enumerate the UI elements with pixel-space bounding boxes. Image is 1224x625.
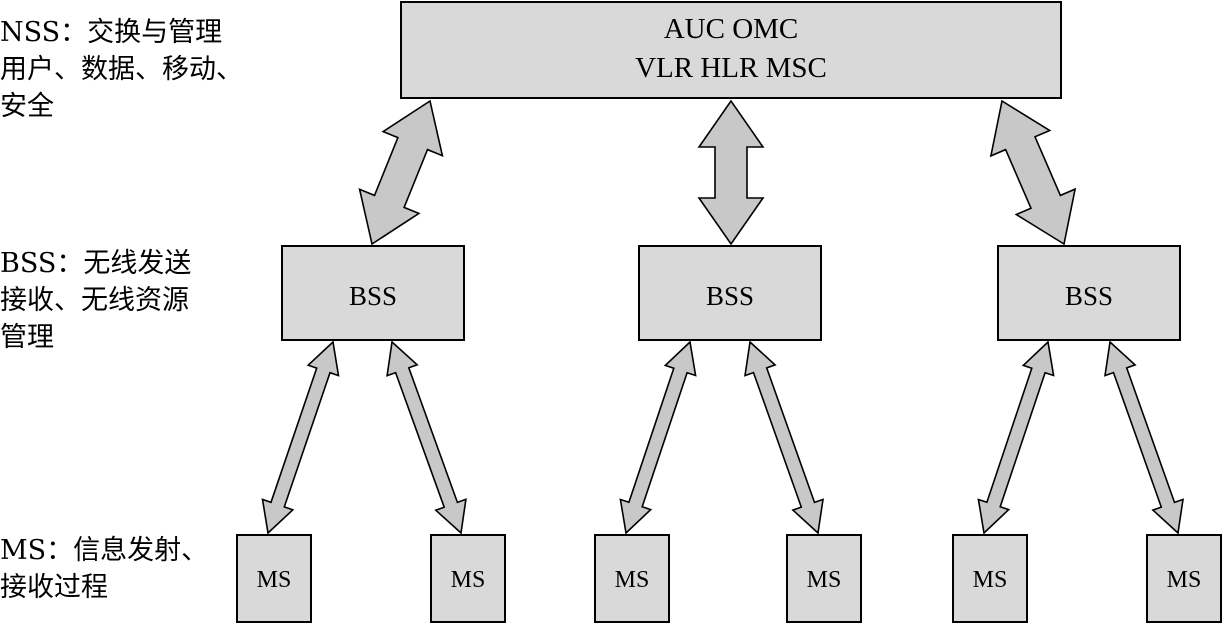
ms-box-label: MS <box>615 567 650 593</box>
ms-box-label: MS <box>451 567 486 593</box>
bss-box-3: BSS <box>997 245 1181 341</box>
bss-label-line-3: 管理 <box>0 322 54 353</box>
arrow-nss-bss-2 <box>697 99 765 246</box>
nss-label-line-2: 用户、数据、移动、 <box>0 54 243 85</box>
arrow-nss-bss-3 <box>989 99 1077 246</box>
ms-box-5: MS <box>952 534 1028 623</box>
nss-box: AUC OMC VLR HLR MSC <box>400 1 1062 99</box>
ms-box-4: MS <box>786 534 862 623</box>
ms-box-label: MS <box>1167 567 1202 593</box>
arrow-nss-bss-1 <box>358 99 444 246</box>
ms-box-label: MS <box>807 567 842 593</box>
arrow-bss-ms-3 <box>619 340 697 535</box>
ms-box-rect <box>786 534 862 623</box>
ms-box-2: MS <box>430 534 506 623</box>
arrow-bss-ms-1 <box>261 340 340 535</box>
bss-box-label: BSS <box>1065 281 1113 311</box>
nss-label-line-3: 安全 <box>0 91 54 122</box>
bss-box-1: BSS <box>281 245 465 341</box>
arrows-layer <box>261 99 1184 535</box>
arrow-bss-ms-5 <box>977 340 1055 535</box>
ms-label-line-2: 接收过程 <box>0 572 108 603</box>
bss-box-label: BSS <box>706 281 754 311</box>
nss-box-rect <box>400 1 1062 99</box>
ms-box-label: MS <box>973 567 1008 593</box>
ms-box-1: MS <box>236 534 312 623</box>
bss-label-line-2: 接收、无线资源 <box>0 285 189 316</box>
nss-box-line-1: AUC OMC <box>664 13 799 45</box>
bss-box-rect <box>281 245 465 341</box>
ms-box-rect <box>594 534 670 623</box>
bss-label-line-1: BSS：无线发送 <box>0 248 192 279</box>
nss-layer-label: NSS：交换与管理 用户、数据、移动、 安全 <box>0 14 243 125</box>
ms-box-rect <box>1146 534 1222 623</box>
nss-label-line-1: NSS：交换与管理 <box>0 17 223 48</box>
ms-box-label: MS <box>257 567 292 593</box>
bss-box-rect <box>997 245 1181 341</box>
arrow-bss-ms-2 <box>386 340 467 535</box>
bss-box-2: BSS <box>638 245 822 341</box>
ms-box-rect <box>236 534 312 623</box>
ms-box-rect <box>952 534 1028 623</box>
ms-layer-label: MS：信息发射、 接收过程 <box>0 532 208 606</box>
ms-label-line-1: MS：信息发射、 <box>0 535 209 566</box>
bss-box-label: BSS <box>349 281 397 311</box>
nss-box-line-2: VLR HLR MSC <box>635 52 827 84</box>
bss-layer-label: BSS：无线发送 接收、无线资源 管理 <box>0 245 191 356</box>
bss-box-rect <box>638 245 822 341</box>
arrow-bss-ms-6 <box>1104 340 1184 535</box>
ms-box-rect <box>430 534 506 623</box>
ms-box-3: MS <box>594 534 670 623</box>
ms-box-6: MS <box>1146 534 1222 623</box>
arrow-bss-ms-4 <box>744 340 824 535</box>
